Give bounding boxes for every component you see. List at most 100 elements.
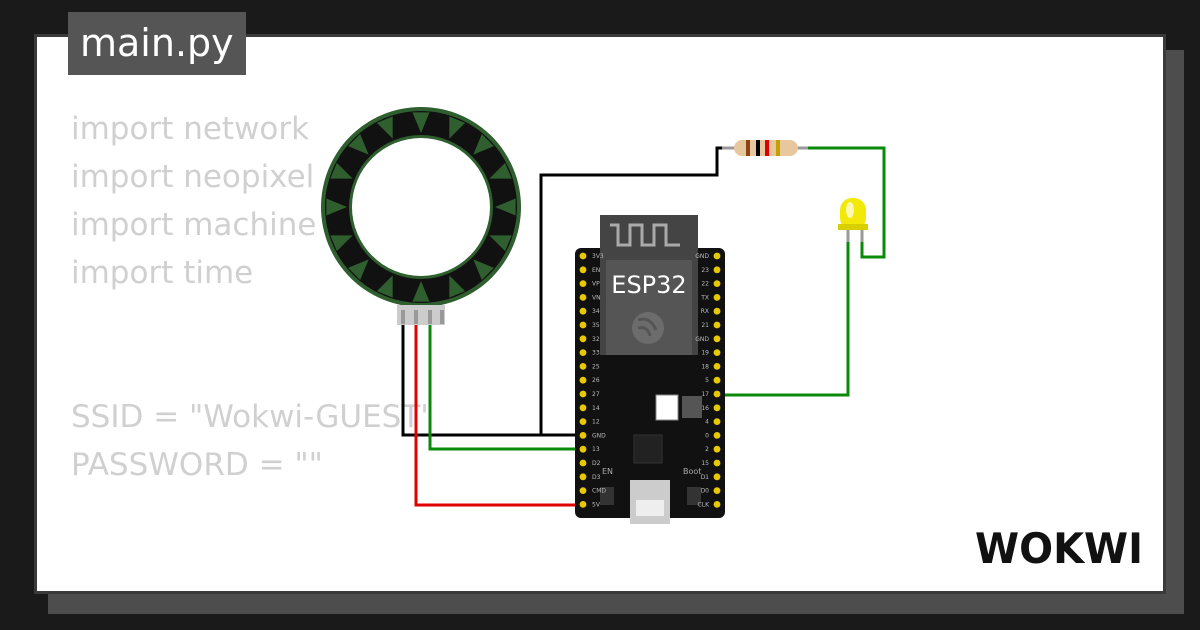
pin[interactable] — [713, 487, 721, 494]
pin-label: 12 — [592, 419, 600, 426]
code-line: import network — [71, 111, 310, 147]
boot-button-label: Boot — [683, 467, 701, 476]
en-button-label: EN — [602, 467, 613, 476]
pin[interactable] — [713, 418, 721, 425]
pin[interactable] — [713, 363, 721, 370]
pin-label: CMD — [592, 488, 606, 495]
esp32-board[interactable]: ESP32 EN Boot 3V3ENVPVN34353233252627141… — [575, 215, 725, 524]
pin[interactable] — [579, 280, 587, 287]
usb-port-inner — [636, 500, 664, 516]
pin[interactable] — [713, 335, 721, 343]
wire-led-gpio17 — [720, 238, 850, 397]
espressif-logo-icon — [632, 312, 664, 344]
ring-pin — [414, 310, 418, 324]
pin-label: 4 — [705, 419, 709, 426]
pin[interactable] — [713, 252, 721, 260]
wokwi-logo-text: WOKWI — [975, 524, 1143, 573]
ring-led — [376, 275, 393, 298]
antenna-trace — [610, 223, 680, 247]
en-button[interactable] — [600, 487, 614, 505]
pin[interactable] — [579, 294, 587, 301]
pin[interactable] — [579, 501, 587, 508]
pin[interactable] — [713, 307, 721, 315]
wire-resistor-led — [798, 146, 886, 259]
pin[interactable] — [713, 473, 721, 481]
pin-label: D2 — [592, 460, 601, 467]
ring-led — [412, 281, 430, 302]
pin-label: 25 — [592, 363, 600, 370]
pin[interactable] — [579, 445, 587, 453]
wire-resistor-gnd — [539, 146, 735, 437]
resistor[interactable] — [722, 140, 808, 156]
pin-label: 21 — [701, 322, 709, 329]
pin-label: 35 — [592, 322, 600, 329]
wire-ring-gnd — [401, 322, 583, 437]
pin[interactable] — [713, 459, 721, 467]
ring-led — [449, 275, 466, 298]
pin-label: 34 — [592, 308, 600, 315]
pin[interactable] — [579, 266, 587, 274]
pin-label: 18 — [701, 363, 709, 370]
pin-label: D1 — [701, 474, 710, 481]
pin-label: CLK — [698, 501, 711, 508]
ring-led — [489, 162, 512, 179]
pin[interactable] — [579, 363, 587, 370]
pin[interactable] — [713, 404, 721, 412]
pin[interactable] — [713, 432, 721, 439]
pin-label: TX — [700, 294, 709, 301]
ring-led — [412, 112, 430, 133]
wokwi-logo: WOKWI — [975, 524, 1143, 573]
pin-label: GND — [695, 336, 709, 343]
pin-label: 33 — [592, 350, 600, 357]
pin[interactable] — [579, 376, 587, 384]
pin[interactable] — [579, 459, 587, 467]
ring-connector — [397, 305, 445, 325]
pin[interactable] — [713, 280, 721, 287]
pin-label: VP — [592, 281, 600, 288]
ring-led — [495, 198, 516, 216]
pin-label: 32 — [592, 336, 600, 343]
pin[interactable] — [713, 501, 721, 508]
pin-label: 2 — [705, 446, 709, 453]
pin[interactable] — [579, 487, 587, 494]
neopixel-ring[interactable] — [321, 107, 521, 325]
ring-led — [473, 259, 494, 280]
ring-led — [449, 116, 466, 139]
pin[interactable] — [579, 349, 587, 356]
pin[interactable] — [713, 321, 721, 329]
pin[interactable] — [579, 418, 587, 425]
pin[interactable] — [579, 404, 587, 412]
pin[interactable] — [713, 349, 721, 356]
pin[interactable] — [579, 252, 587, 260]
pin-label: 26 — [592, 377, 600, 384]
pin[interactable] — [579, 321, 587, 329]
pin-label: 3V3 — [592, 253, 604, 260]
wire-ring-5v — [414, 322, 583, 507]
boot-button[interactable] — [687, 487, 701, 505]
pin[interactable] — [713, 445, 721, 453]
file-tab[interactable]: main.py — [68, 12, 246, 75]
led-yellow[interactable] — [838, 198, 868, 242]
pin-label: 5 — [705, 377, 709, 384]
pin[interactable] — [713, 376, 721, 384]
pin-label: 15 — [701, 460, 709, 467]
pin[interactable] — [579, 307, 587, 315]
code-line: SSID = "Wokwi-GUEST" — [71, 399, 435, 435]
pin[interactable] — [579, 432, 587, 439]
pin-label: 27 — [592, 391, 600, 398]
left-pin-header: 3V3ENVPVN343532332526271412GND13D2D3CMD5… — [579, 252, 606, 508]
pin[interactable] — [713, 390, 721, 398]
pin[interactable] — [579, 473, 587, 481]
pin[interactable] — [713, 294, 721, 301]
pin[interactable] — [579, 335, 587, 343]
pin[interactable] — [713, 266, 721, 274]
pin-label: RX — [701, 308, 709, 315]
code-line: PASSWORD = "" — [71, 447, 323, 483]
ring-pin — [428, 310, 432, 324]
ring-pin — [401, 310, 405, 324]
pin-label: 5V — [592, 501, 601, 508]
pin-label: 23 — [701, 267, 709, 274]
pin[interactable] — [579, 390, 587, 398]
